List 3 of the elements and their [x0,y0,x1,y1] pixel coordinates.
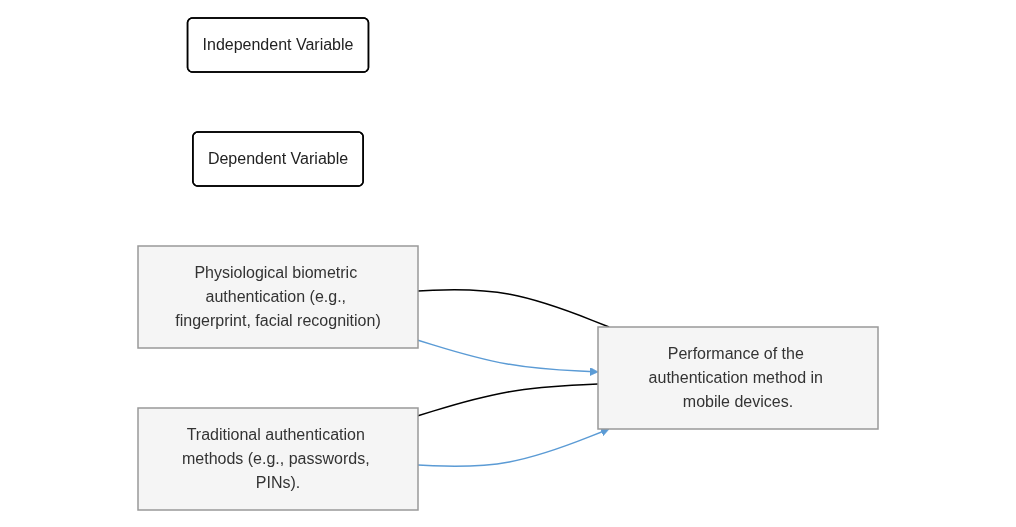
node-box: Performance of the authentication method in mobile devices. [597,325,879,430]
node-box: Traditional authentication methods (e.g., passwords, PINs). [137,406,419,511]
node-box: Physiological biometric authentication (e.g., fingerprint, facial recognition) [137,244,419,349]
